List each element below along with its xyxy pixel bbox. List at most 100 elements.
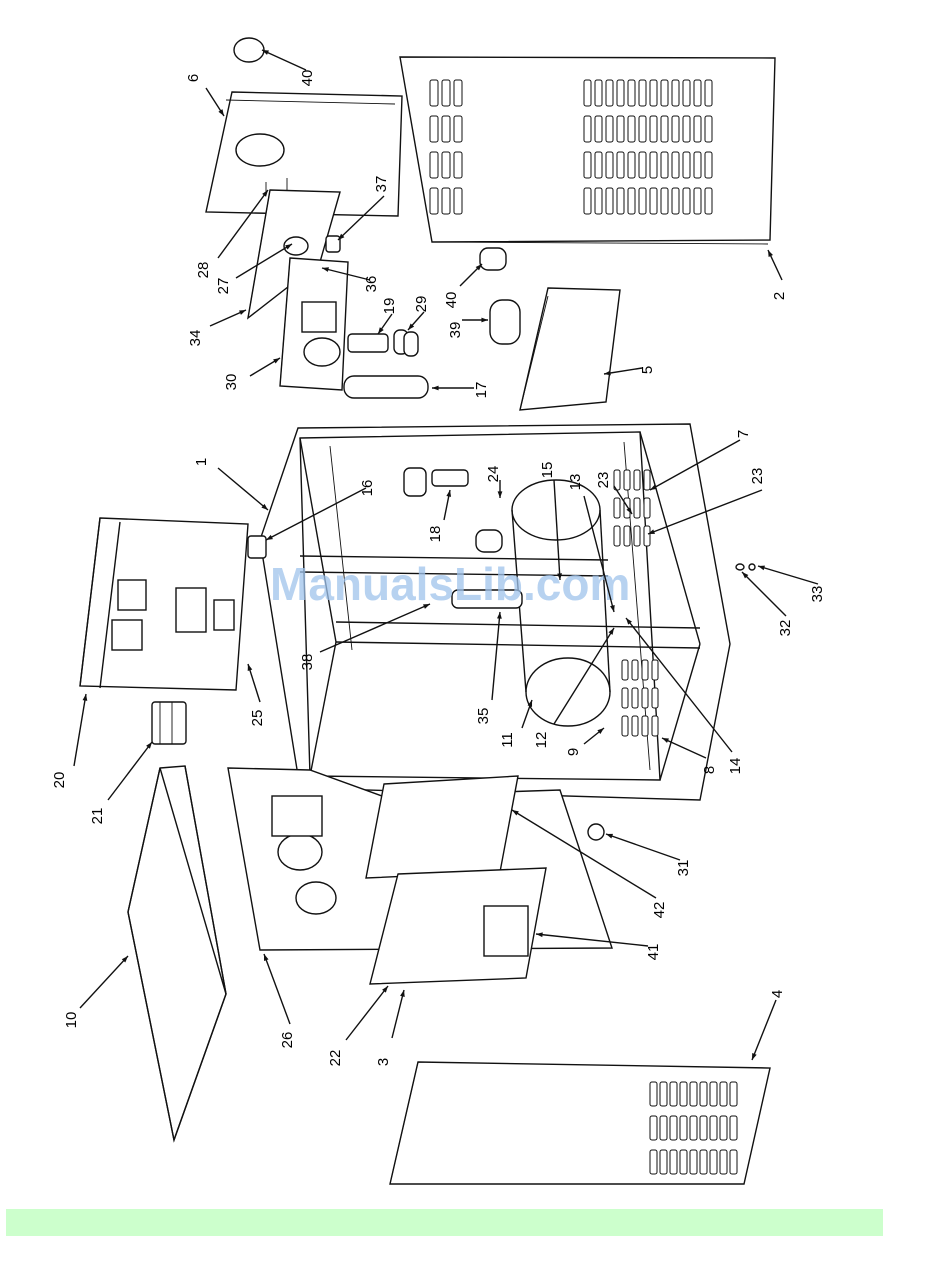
callout-label: 23 xyxy=(595,472,612,489)
part-33-washer xyxy=(749,564,755,570)
louver-slot xyxy=(632,660,638,680)
louver-slot xyxy=(639,152,646,178)
louver-slot xyxy=(650,1116,657,1140)
callout-leader xyxy=(74,694,86,766)
louver-slot xyxy=(454,116,462,142)
louver-slot xyxy=(624,526,630,546)
louver-slot xyxy=(632,716,638,736)
louver-slot xyxy=(584,188,591,214)
louver-slot xyxy=(442,80,450,106)
louver-slot xyxy=(650,152,657,178)
louver-slot xyxy=(650,1082,657,1106)
part-32-washer xyxy=(736,564,744,570)
callout-label: 38 xyxy=(299,654,316,671)
part-31-grommet xyxy=(588,824,604,840)
louver-slot xyxy=(617,188,624,214)
louver-slot xyxy=(642,688,648,708)
louver-slot xyxy=(694,188,701,214)
louver-slot xyxy=(680,1116,687,1140)
louver-slot xyxy=(680,1082,687,1106)
louver-slot xyxy=(661,188,668,214)
louver-slot xyxy=(694,80,701,106)
louver-slot xyxy=(634,470,640,490)
louver-slot xyxy=(617,80,624,106)
louver-slot xyxy=(595,152,602,178)
louver-slot xyxy=(661,80,668,106)
callout-label: 14 xyxy=(727,758,744,775)
louver-slot xyxy=(690,1150,697,1174)
callout-label: 25 xyxy=(249,710,266,727)
louver-slot xyxy=(606,116,613,142)
part-20-control-box xyxy=(80,518,248,690)
part-21-relay xyxy=(152,702,186,744)
callout-label: 11 xyxy=(499,732,516,748)
louver-slot xyxy=(670,1150,677,1174)
louver-slot xyxy=(628,80,635,106)
callout-label: 32 xyxy=(777,620,794,637)
callout-label: 29 xyxy=(413,296,430,313)
callout-label: 28 xyxy=(195,262,212,279)
louver-slot xyxy=(644,526,650,546)
callout-label: 21 xyxy=(89,808,106,825)
louver-slot xyxy=(614,526,620,546)
callout-leader xyxy=(392,990,404,1038)
callout-leader xyxy=(346,986,388,1040)
callout-label: 40 xyxy=(443,292,460,309)
part-37-fitting xyxy=(326,236,340,252)
callout-leader xyxy=(218,468,268,510)
louver-slot xyxy=(730,1082,737,1106)
louver-slot xyxy=(670,1116,677,1140)
louver-slot xyxy=(622,660,628,680)
louver-slot xyxy=(730,1116,737,1140)
louver-slot xyxy=(639,80,646,106)
louver-slot xyxy=(690,1116,697,1140)
callout-label: 39 xyxy=(447,322,464,339)
louver-slot xyxy=(660,1082,667,1106)
louver-slot xyxy=(624,470,630,490)
louver-slot xyxy=(584,152,591,178)
louver-slot xyxy=(430,152,438,178)
callout-label: 35 xyxy=(475,708,492,725)
louver-slot xyxy=(652,660,658,680)
louver-slot xyxy=(660,1116,667,1140)
callout-label: 13 xyxy=(567,474,584,491)
louver-slot xyxy=(705,80,712,106)
louver-slot xyxy=(690,1082,697,1106)
callout-label: 6 xyxy=(185,74,202,82)
louver-slot xyxy=(683,116,690,142)
louver-slot xyxy=(595,188,602,214)
part-19-barb xyxy=(348,334,388,352)
louver-slot xyxy=(672,188,679,214)
callout-leader xyxy=(262,50,306,70)
louver-slot xyxy=(650,188,657,214)
callout-label: 3 xyxy=(375,1058,392,1066)
part-16-connector xyxy=(248,536,266,558)
callout-arrowhead xyxy=(606,834,613,839)
louver-slot xyxy=(634,498,640,518)
louver-slot xyxy=(710,1150,717,1174)
louver-slot xyxy=(710,1116,717,1140)
callout-label: 19 xyxy=(381,298,398,315)
louver-slot xyxy=(430,80,438,106)
louver-slot xyxy=(644,498,650,518)
callout-label: 24 xyxy=(485,466,502,483)
louver-slot xyxy=(430,188,438,214)
callout-label: 37 xyxy=(373,176,390,193)
louver-slot xyxy=(683,80,690,106)
louver-slot xyxy=(642,660,648,680)
watermark-text: ManualsLib.com xyxy=(270,558,630,610)
louver-slot xyxy=(634,526,640,546)
louver-slot xyxy=(730,1150,737,1174)
part-2-side-panel xyxy=(400,57,775,244)
louver-slot xyxy=(672,152,679,178)
louver-slot xyxy=(650,1150,657,1174)
louver-slot xyxy=(617,116,624,142)
callout-label: 15 xyxy=(539,462,556,479)
louver-slot xyxy=(628,116,635,142)
louver-slot xyxy=(705,188,712,214)
louver-slot xyxy=(660,1150,667,1174)
louver-slot xyxy=(442,152,450,178)
callout-label: 22 xyxy=(327,1050,344,1067)
